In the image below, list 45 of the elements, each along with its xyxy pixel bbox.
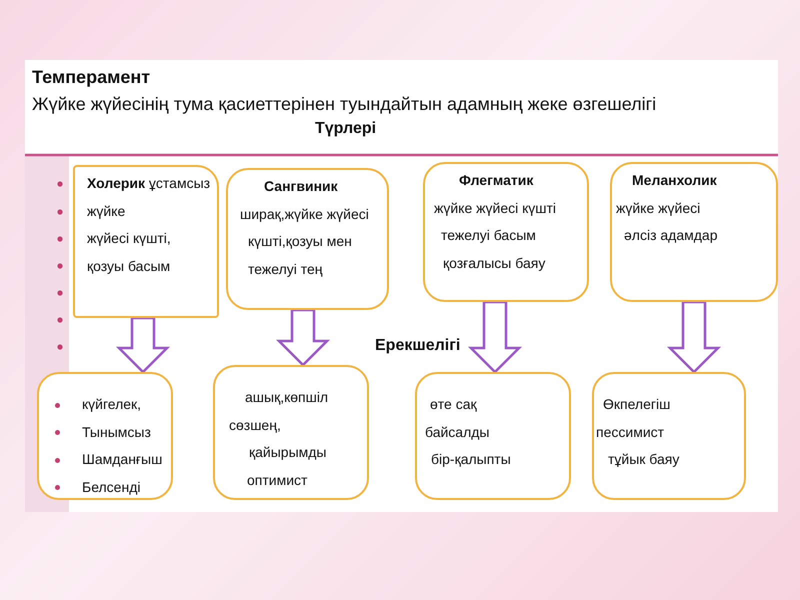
title: Темперамент (32, 67, 150, 88)
block-arrow (276, 308, 330, 367)
type-box (610, 162, 778, 302)
box-text: байсалды (425, 424, 490, 440)
box-text: тұйык баяу (608, 451, 680, 467)
box-text: күйгелек, (55, 396, 142, 412)
box-text: күшті,қозуы мен (248, 233, 352, 249)
box-text: оптимист (247, 472, 308, 488)
type-box (226, 168, 389, 310)
trait-box (592, 372, 746, 500)
box-text: ашық,көпшіл (245, 389, 328, 405)
trait-box (37, 372, 173, 500)
box-text: қайырымды (249, 444, 326, 460)
box-text: Шамданғыш (55, 451, 162, 467)
section-heading: Түрлері (315, 120, 376, 138)
box-text: өте сақ (430, 396, 477, 412)
type-heading: Меланхолик (632, 172, 717, 188)
box-text: Белсенді (55, 478, 140, 494)
box-text: қозғалысы баяу (443, 254, 546, 270)
box-text: тежелуі басым (441, 227, 536, 243)
box-text: ширақ,жүйке жүйесі (240, 206, 369, 222)
box-text: тежелуі тең (248, 260, 323, 276)
block-arrow (666, 300, 722, 374)
box-text: жүйке (87, 202, 126, 218)
box-text: жүйке жүйесі (616, 200, 700, 216)
box-text: бір-қалыпты (431, 451, 511, 467)
block-arrow (468, 300, 522, 374)
trait-box (213, 365, 369, 500)
type-box (73, 165, 219, 318)
box-text: әлсіз адамдар (624, 227, 718, 243)
box-text: Өкпелегіш (603, 396, 670, 412)
section-heading: Ерекшелігі (375, 337, 460, 355)
box-text: Тынымсыз (55, 424, 151, 440)
type-heading: Холерик ұстамсыз (87, 175, 210, 191)
box-text: қозуы басым (87, 258, 170, 274)
box-text: пессимист (596, 424, 664, 440)
block-arrow (116, 316, 170, 374)
box-text: жүйке жүйесі күшті (434, 200, 556, 216)
trait-box (415, 372, 571, 500)
box-text: сөзшең, (229, 416, 281, 432)
type-box (423, 162, 589, 302)
type-heading: Сангвиник (264, 178, 338, 194)
box-text: жүйесі күшті, (87, 230, 171, 246)
subtitle: Жүйке жүйесінің тума қасиеттерінен туындайтын адамның жеке өзгешелігі (32, 94, 656, 115)
type-heading: Флегматик (459, 172, 534, 188)
